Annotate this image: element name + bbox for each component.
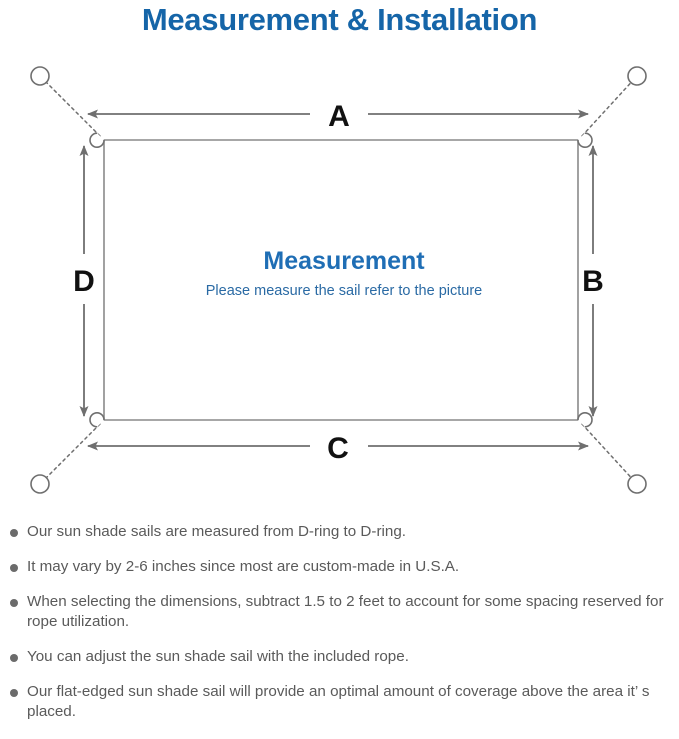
top-left-d-ring	[89, 132, 105, 148]
dimension-d: D	[73, 145, 95, 417]
list-item: When selecting the dimensions, subtract …	[0, 592, 679, 632]
dimension-a-label: A	[328, 100, 350, 133]
anchor-points	[30, 66, 647, 494]
bottom-left-d-ring	[89, 412, 105, 428]
dimension-b-label: B	[582, 265, 604, 298]
list-item: You can adjust the sun shade sail with t…	[0, 647, 679, 667]
top-left-anchor-point	[30, 66, 50, 86]
page-title: Measurement & Installation	[141, 2, 538, 37]
diagram-center-heading: Measurement	[263, 247, 425, 275]
note-text: Our flat-edged sun shade sail will provi…	[27, 683, 650, 720]
sail-rectangle	[103, 139, 579, 421]
dimension-a: A	[87, 100, 589, 133]
note-text: When selecting the dimensions, subtract …	[27, 593, 664, 630]
bullet-icon	[10, 654, 18, 662]
dimension-c-label: C	[327, 432, 349, 465]
bullet-icon	[10, 599, 18, 607]
bullet-icon	[10, 529, 18, 537]
dimension-c: C	[87, 432, 589, 465]
top-right-anchor-point	[627, 66, 647, 86]
note-text: You can adjust the sun shade sail with t…	[27, 648, 409, 665]
bottom-right-d-ring	[577, 412, 593, 428]
rope-top-right	[581, 75, 638, 137]
dimension-d-label: D	[73, 265, 95, 298]
rope-top-left	[39, 75, 101, 137]
dimension-b: B	[582, 145, 604, 417]
rope-lines	[39, 75, 638, 485]
d-rings	[89, 132, 593, 428]
bullet-icon	[10, 564, 18, 572]
bullet-icon	[10, 689, 18, 697]
diagram-center-subtext: Please measure the sail refer to the pic…	[206, 283, 482, 299]
top-right-d-ring	[577, 132, 593, 148]
list-item: Our sun shade sails are measured from D-…	[0, 522, 679, 542]
list-item: It may vary by 2-6 inches since most are…	[0, 557, 679, 577]
rope-bottom-left	[39, 423, 101, 485]
notes-list: Our sun shade sails are measured from D-…	[0, 522, 679, 737]
list-item: Our flat-edged sun shade sail will provi…	[0, 682, 679, 722]
rope-bottom-right	[581, 423, 638, 485]
bottom-right-anchor-point	[627, 474, 647, 494]
sail-measurement-diagram: A C D B Measurement Please me	[0, 48, 679, 518]
note-text: It may vary by 2-6 inches since most are…	[27, 558, 460, 575]
note-text: Our sun shade sails are measured from D-…	[27, 523, 406, 540]
bottom-left-anchor-point	[30, 474, 50, 494]
